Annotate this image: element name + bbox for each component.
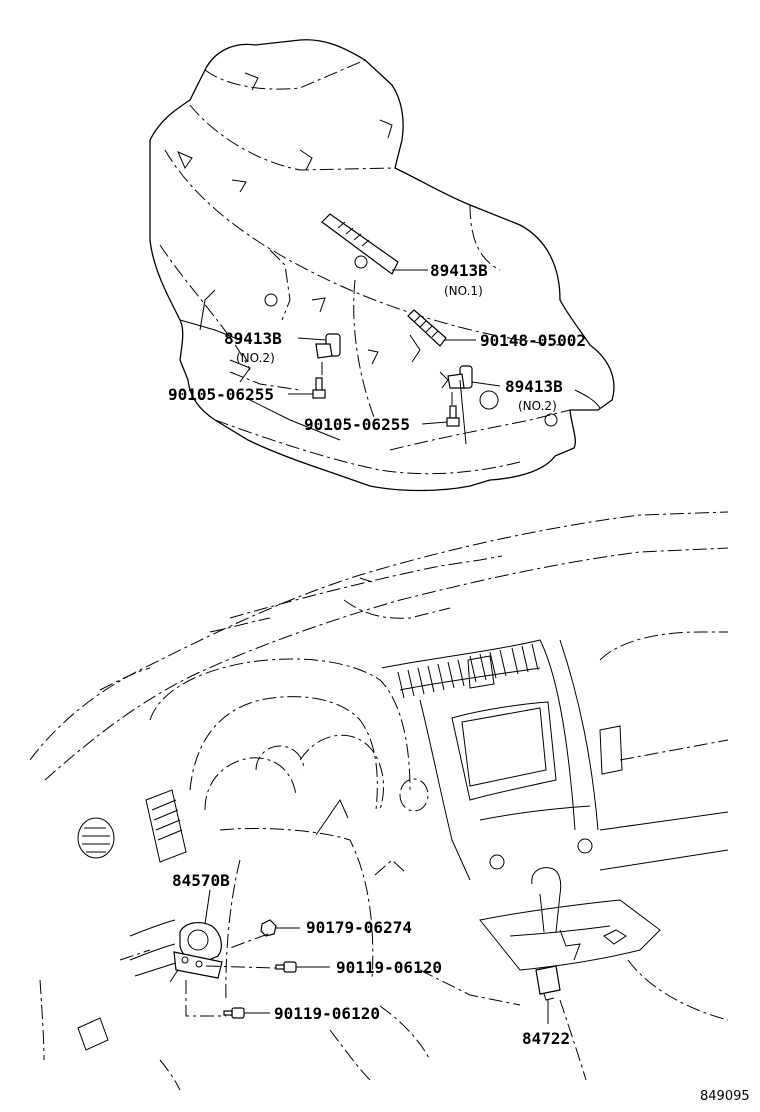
label-oring-part: 90148-05002 [480, 331, 586, 350]
label-bolt-right-part: 90105-06255 [304, 415, 410, 434]
label-switch-part: 84570B [172, 871, 230, 890]
label-bolt-left-part: 90105-06255 [168, 385, 274, 404]
speed-sensor-no1 [321, 213, 399, 275]
label-nut-part: 90179-06274 [306, 918, 412, 937]
label-screw-lower-part: 90119-06120 [274, 1004, 380, 1023]
dashboard-leaders [204, 889, 549, 1024]
left-air-vent [145, 789, 187, 863]
o-ring [407, 309, 447, 347]
shift-switch [535, 965, 561, 1001]
label-screw-upper-part: 90119-06120 [336, 958, 442, 977]
dashboard-assembly [29, 511, 729, 1091]
screw-upper [275, 961, 297, 973]
label-sensor-no2-left-sub: (NO.2) [236, 351, 275, 365]
screw-lower [223, 1007, 245, 1019]
nut [260, 919, 277, 937]
bolt-left [312, 377, 326, 399]
label-sensor-no1-part: 89413B [430, 261, 488, 280]
label-shift-switch-part: 84722 [522, 1029, 570, 1048]
diagram-reference-number: 849095 [700, 1089, 750, 1104]
label-sensor-no2-right-part: 89413B [505, 377, 563, 396]
center-console [381, 639, 729, 881]
bolt-right [446, 405, 460, 427]
transmission-assembly [149, 39, 615, 492]
transmission-leaders [288, 269, 501, 445]
speed-sensor-no2-left [315, 333, 341, 375]
combination-switch [169, 922, 223, 983]
label-sensor-no1-sub: (NO.1) [444, 284, 483, 298]
gear-shifter [479, 867, 661, 971]
label-sensor-no2-right-sub: (NO.2) [518, 399, 557, 413]
speed-sensor-no2-right [447, 365, 473, 405]
label-sensor-no2-left-part: 89413B [224, 329, 282, 348]
